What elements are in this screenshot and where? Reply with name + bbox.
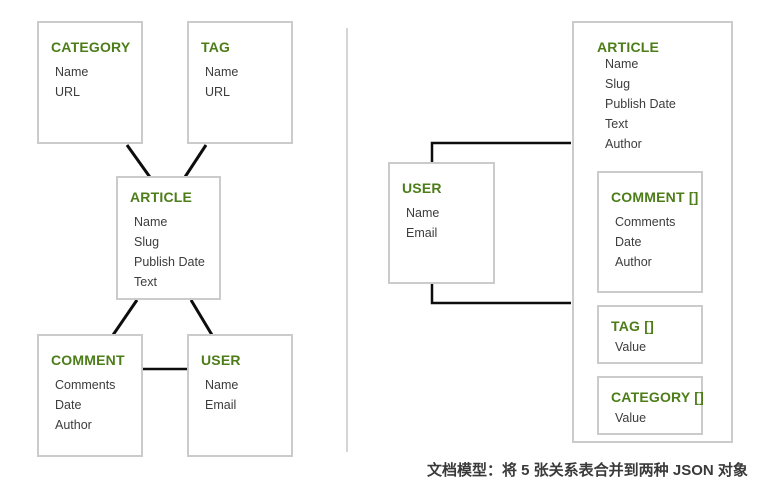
attribute-label: Author: [55, 418, 92, 432]
attribute-list: Comments Date Author: [615, 212, 701, 272]
attribute-label: Comments: [55, 378, 116, 392]
attribute-label: Name: [205, 378, 239, 392]
entity-title: USER: [201, 352, 241, 368]
attribute-label: Author: [615, 255, 652, 269]
attribute-label: Publish Date: [134, 255, 205, 269]
attribute-list: Value: [615, 337, 701, 357]
attribute-label: URL: [55, 85, 81, 99]
link-user-article-comment: [430, 283, 571, 305]
attribute-label: Value: [615, 411, 647, 425]
attribute-label: Date: [615, 235, 642, 249]
attribute-label: Author: [605, 137, 642, 151]
link-article-comment: [111, 299, 139, 336]
attribute-list: Name Slug Publish Date Text: [134, 212, 219, 292]
figure-caption: 文档模型：将 5 张关系表合并到两种 JSON 对象: [427, 462, 748, 479]
entity-title: CATEGORY: [51, 39, 131, 55]
nested-box-tag-array: TAG [] Value: [597, 305, 703, 364]
attribute-label: Email: [406, 226, 438, 240]
attribute-list: Name Email: [406, 203, 493, 243]
entity-title: ARTICLE: [130, 189, 193, 205]
attribute-label: Publish Date: [605, 97, 676, 111]
attribute-label: Text: [605, 117, 628, 131]
panel-divider: [346, 28, 348, 452]
attribute-list: Name Email: [205, 375, 291, 415]
entity-title: TAG []: [611, 318, 654, 334]
entity-box-user-left: USER Name Email: [187, 334, 293, 457]
entity-title: CATEGORY []: [611, 389, 704, 405]
attribute-list: Value: [615, 408, 701, 428]
entity-box-user-right: USER Name Email: [388, 162, 495, 284]
attribute-list: Name URL: [55, 62, 141, 102]
attribute-list: Name URL: [205, 62, 291, 102]
link-article-user: [189, 299, 214, 336]
attribute-label: Slug: [605, 77, 631, 91]
entity-title: COMMENT []: [611, 189, 699, 205]
attribute-label: Name: [205, 65, 239, 79]
entity-box-category: CATEGORY Name URL: [37, 21, 143, 144]
link-category-article: [125, 144, 154, 181]
entity-box-comment: COMMENT Comments Date Author: [37, 334, 143, 457]
entity-box-article-left: ARTICLE Name Slug Publish Date Text: [116, 176, 221, 300]
attribute-list: Name Slug Publish Date Text Author: [605, 54, 731, 154]
attribute-label: Slug: [134, 235, 160, 249]
link-tag-article: [181, 144, 208, 181]
attribute-list: Comments Date Author: [55, 375, 141, 435]
entity-title: TAG: [201, 39, 231, 55]
attribute-label: Value: [615, 340, 647, 354]
nested-box-comment-array: COMMENT [] Comments Date Author: [597, 171, 703, 293]
nested-box-category-array: CATEGORY [] Value: [597, 376, 704, 435]
attribute-label: Text: [134, 275, 157, 289]
attribute-label: Name: [134, 215, 168, 229]
attribute-label: URL: [205, 85, 231, 99]
entity-title: COMMENT: [51, 352, 125, 368]
entity-title: USER: [402, 180, 442, 196]
attribute-label: Email: [205, 398, 237, 412]
attribute-label: Date: [55, 398, 82, 412]
attribute-label: Name: [406, 206, 440, 220]
link-user-article-author: [430, 141, 571, 164]
entity-box-tag: TAG Name URL: [187, 21, 293, 144]
entity-title: ARTICLE: [597, 39, 660, 55]
attribute-label: Name: [605, 57, 639, 71]
attribute-label: Name: [55, 65, 89, 79]
attribute-label: Comments: [615, 215, 676, 229]
